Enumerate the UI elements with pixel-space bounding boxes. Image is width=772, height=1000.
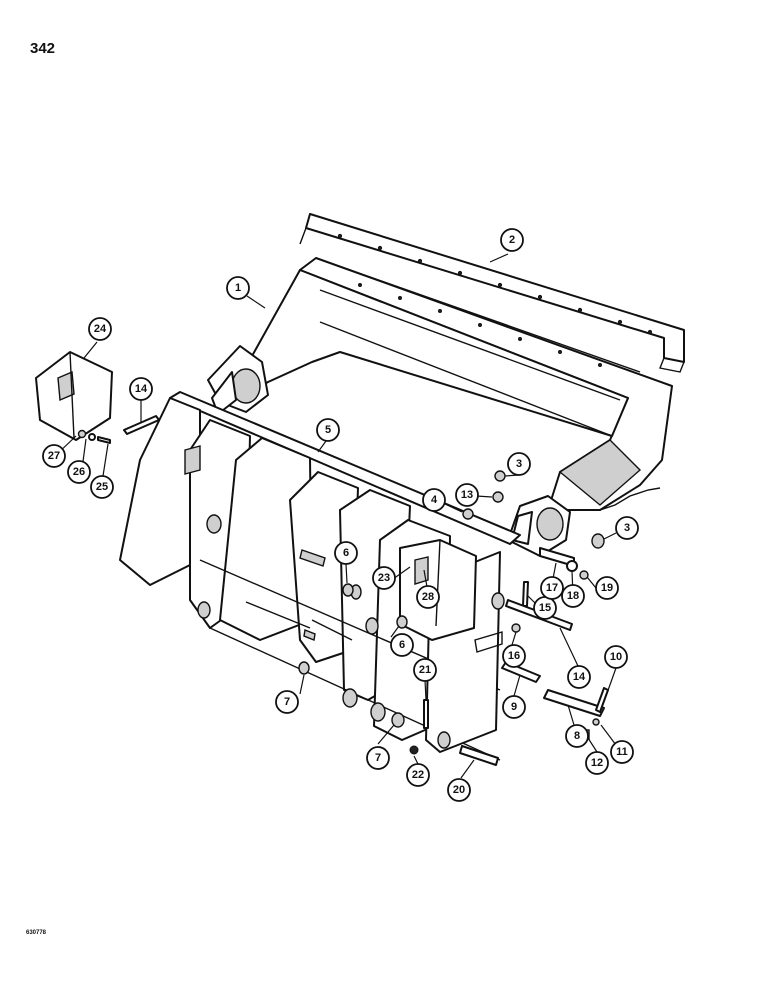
svg-text:2: 2 — [509, 234, 515, 246]
callout-14-left: 14 — [129, 377, 153, 401]
svg-text:11: 11 — [616, 746, 628, 758]
callout-8: 8 — [565, 724, 589, 748]
callout-20: 20 — [447, 778, 471, 802]
svg-text:27: 27 — [48, 450, 60, 462]
svg-text:26: 26 — [73, 466, 85, 478]
hardware — [77, 415, 609, 766]
svg-text:1: 1 — [235, 282, 241, 294]
svg-text:28: 28 — [422, 591, 434, 603]
callout-13: 13 — [455, 483, 479, 507]
svg-text:23: 23 — [378, 572, 390, 584]
callout-3-lower: 3 — [615, 516, 639, 540]
svg-text:21: 21 — [419, 664, 431, 676]
svg-text:16: 16 — [508, 650, 520, 662]
svg-text:14: 14 — [573, 671, 586, 683]
callout-3-upper: 3 — [507, 452, 531, 476]
svg-text:7: 7 — [284, 696, 290, 708]
bucket-body — [221, 257, 673, 511]
svg-text:20: 20 — [453, 784, 465, 796]
svg-text:3: 3 — [516, 458, 522, 470]
svg-text:10: 10 — [610, 651, 622, 663]
svg-text:14: 14 — [135, 383, 148, 395]
callout-6-right: 6 — [390, 633, 414, 657]
side-cover — [35, 351, 113, 441]
callout-11: 11 — [610, 740, 634, 764]
figure-code: 630778 — [26, 930, 47, 936]
callout-18: 18 — [561, 584, 585, 608]
callout-24: 24 — [88, 317, 112, 341]
callout-17: 17 — [540, 576, 564, 600]
svg-text:19: 19 — [601, 582, 613, 594]
page-number: 342 — [30, 40, 56, 57]
svg-text:17: 17 — [546, 582, 558, 594]
callout-19: 19 — [595, 576, 619, 600]
callout-2: 2 — [500, 228, 524, 252]
svg-text:15: 15 — [539, 602, 551, 614]
svg-text:4: 4 — [431, 494, 438, 506]
svg-text:7: 7 — [375, 752, 381, 764]
callout-21: 21 — [413, 658, 437, 682]
svg-text:6: 6 — [399, 639, 405, 651]
callout-15: 15 — [533, 596, 557, 620]
callout-16: 16 — [502, 644, 526, 668]
callout-14-right: 14 — [567, 665, 591, 689]
svg-text:6: 6 — [343, 547, 349, 559]
callout-9: 9 — [502, 695, 526, 719]
callout-4: 4 — [422, 488, 446, 512]
svg-text:3: 3 — [624, 522, 630, 534]
callout-10: 10 — [604, 645, 628, 669]
svg-text:8: 8 — [574, 730, 580, 742]
svg-text:18: 18 — [567, 590, 579, 602]
svg-text:5: 5 — [325, 424, 331, 436]
svg-text:25: 25 — [96, 481, 108, 493]
callout-23: 23 — [372, 566, 396, 590]
svg-text:13: 13 — [461, 489, 473, 501]
cylinder-guard — [399, 539, 477, 641]
callout-7-left: 7 — [275, 690, 299, 714]
callout-25: 25 — [90, 475, 114, 499]
callout-27: 27 — [42, 444, 66, 468]
cutting-edge-strip — [299, 213, 685, 373]
callout-1: 1 — [226, 276, 250, 300]
svg-text:9: 9 — [511, 701, 517, 713]
callout-28: 28 — [416, 585, 440, 609]
callout-7-right: 7 — [366, 746, 390, 770]
left-hinge-bracket — [207, 345, 269, 415]
callout-26: 26 — [67, 460, 91, 484]
callout-22: 22 — [406, 763, 430, 787]
callout-6-left: 6 — [334, 541, 358, 565]
svg-text:24: 24 — [94, 323, 107, 335]
svg-text:12: 12 — [591, 757, 603, 769]
right-hinge-bracket — [507, 495, 571, 557]
svg-text:22: 22 — [412, 769, 424, 781]
callout-12: 12 — [585, 751, 609, 775]
callout-5: 5 — [316, 418, 340, 442]
